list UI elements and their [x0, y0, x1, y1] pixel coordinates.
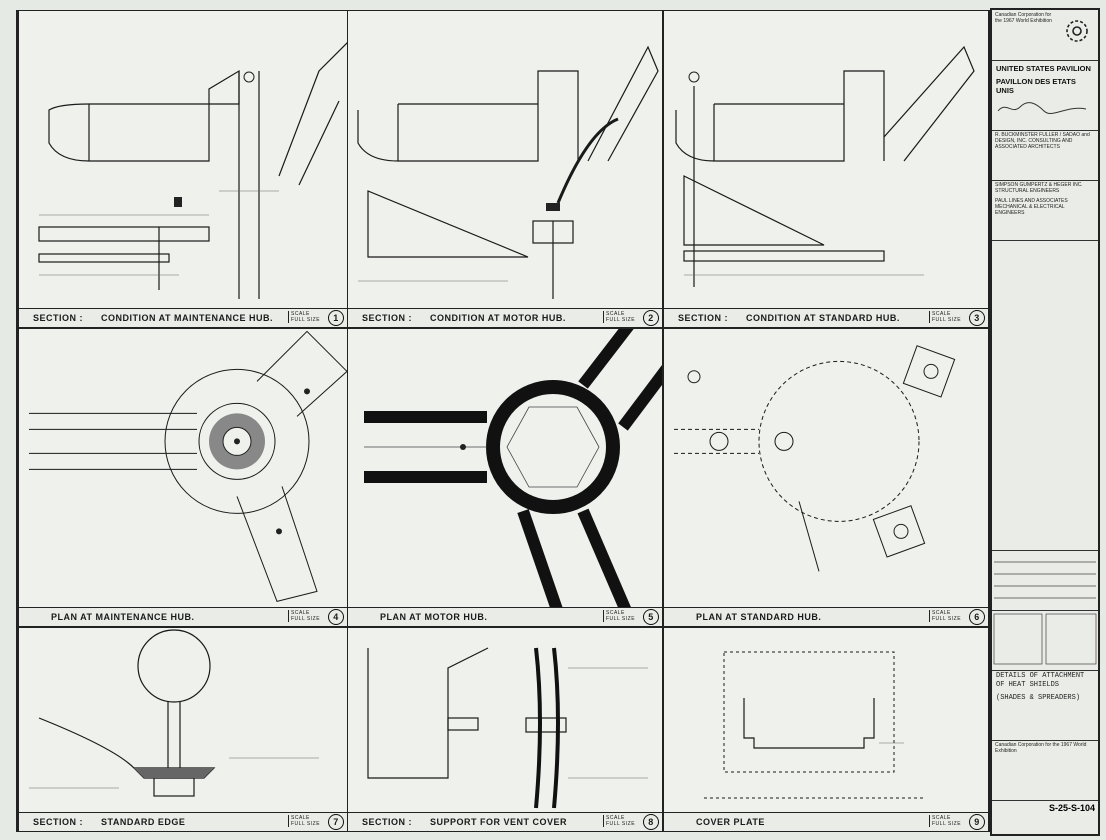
- detail-number: 4: [328, 609, 344, 625]
- caption-type: SECTION :: [678, 313, 729, 323]
- detail-panel-8: SECTION : SUPPORT FOR VENT COVER SCALE F…: [347, 627, 663, 832]
- caption-title: PLAN AT MOTOR HUB.: [380, 612, 488, 622]
- detail-drawing-2: [357, 45, 659, 299]
- approval-boxes: [993, 613, 1097, 665]
- detail-drawing-7: [29, 629, 319, 797]
- tb-drawing-title: DETAILS OF ATTACHMENT OF HEAT SHIELDS (S…: [992, 670, 1098, 741]
- caption-title: PLAN AT MAINTENANCE HUB.: [51, 612, 195, 622]
- detail-number: 5: [643, 609, 659, 625]
- tb-consultants-text: SIMPSON GUMPERTZ & HEGER INC. STRUCTURAL…: [995, 182, 1083, 194]
- detail-number: 6: [969, 609, 985, 625]
- caption-scale: SCALE FULL SIZE: [288, 610, 323, 622]
- tb-approvals: [992, 610, 1098, 671]
- detail-number: 1: [328, 310, 344, 326]
- detail-panel-4: PLAN AT MAINTENANCE HUB. SCALE FULL SIZE…: [18, 328, 348, 627]
- detail-number: 3: [969, 310, 985, 326]
- detail-drawing-9: [704, 651, 924, 799]
- tb-revisions: [992, 240, 1098, 551]
- caption-title: CONDITION AT MOTOR HUB.: [430, 313, 566, 323]
- detail-panel-2: SECTION : CONDITION AT MOTOR HUB. SCALE …: [347, 10, 663, 328]
- caption-scale: SCALE FULL SIZE: [929, 610, 964, 622]
- caption-scale: SCALE FULL SIZE: [603, 610, 638, 622]
- detail-caption-7: SECTION : STANDARD EDGE SCALE FULL SIZE …: [19, 812, 347, 831]
- caption-scale: SCALE FULL SIZE: [929, 815, 964, 827]
- caption-type: SECTION :: [33, 817, 84, 827]
- caption-type: SECTION :: [33, 313, 84, 323]
- detail-panel-9: COVER PLATE SCALE FULL SIZE 9: [663, 627, 989, 832]
- caption-scale: SCALE FULL SIZE: [288, 311, 323, 323]
- caption-type: SECTION :: [362, 817, 413, 827]
- caption-title: COVER PLATE: [696, 817, 765, 827]
- tb-organization: Canadian Corporation for the 1967 World …: [992, 10, 1098, 61]
- sheet-number: S-25-S-104: [1048, 803, 1095, 813]
- tb-footer-text: Canadian Corporation for the 1967 World …: [995, 742, 1087, 754]
- tb-consultants-text-2: PAUL LINES AND ASSOCIATES MECHANICAL & E…: [995, 198, 1068, 216]
- stamp-lines: [994, 561, 1096, 599]
- detail-caption-5: PLAN AT MOTOR HUB. SCALE FULL SIZE 5: [348, 607, 662, 626]
- tb-architect: R. BUCKMINSTER FULLER / SADAO and DESIGN…: [992, 130, 1098, 181]
- detail-drawing-5: [364, 329, 662, 610]
- tb-org-text: Canadian Corporation for the 1967 World …: [995, 12, 1052, 24]
- tb-architect-text: R. BUCKMINSTER FULLER / SADAO and DESIGN…: [995, 132, 1090, 150]
- detail-drawing-6: [674, 345, 956, 572]
- detail-number: 9: [969, 814, 985, 830]
- caption-title: CONDITION AT MAINTENANCE HUB.: [101, 313, 274, 323]
- caption-scale: SCALE FULL SIZE: [288, 815, 323, 827]
- caption-title: STANDARD EDGE: [101, 817, 186, 827]
- revision-lines: [992, 549, 1098, 551]
- tb-drawing-title-text: DETAILS OF ATTACHMENT OF HEAT SHIELDS: [996, 672, 1085, 689]
- caption-type: SECTION :: [362, 313, 413, 323]
- caption-scale: SCALE FULL SIZE: [929, 311, 964, 323]
- tb-sheet-no: S-25-S-104: [992, 800, 1098, 834]
- tb-stamp-area: [992, 550, 1098, 611]
- caption-scale: SCALE FULL SIZE: [603, 311, 638, 323]
- tb-project: UNITED STATES PAVILION PAVILLON DES ETAT…: [992, 60, 1098, 131]
- detail-panel-5: PLAN AT MOTOR HUB. SCALE FULL SIZE 5: [347, 328, 663, 627]
- detail-caption-6: PLAN AT STANDARD HUB. SCALE FULL SIZE 6: [664, 607, 988, 626]
- caption-title: CONDITION AT STANDARD HUB.: [746, 313, 900, 323]
- tb-consultants: SIMPSON GUMPERTZ & HEGER INC. STRUCTURAL…: [992, 180, 1098, 241]
- detail-caption-3: SECTION : CONDITION AT STANDARD HUB. SCA…: [664, 308, 988, 327]
- tb-project-title: UNITED STATES PAVILION: [996, 64, 1091, 73]
- signature-mark: [997, 102, 1087, 114]
- caption-scale: SCALE FULL SIZE: [603, 815, 638, 827]
- detail-panel-7: SECTION : STANDARD EDGE SCALE FULL SIZE …: [18, 627, 348, 832]
- detail-drawing-1: [38, 42, 347, 299]
- detail-panel-1: SECTION : CONDITION AT MAINTENANCE HUB. …: [18, 10, 348, 328]
- expo-logo-icon: [1066, 20, 1088, 42]
- detail-number: 8: [643, 814, 659, 830]
- detail-drawing-3: [675, 45, 975, 287]
- tb-drawing-title-text-2: (SHADES & SPREADERS): [996, 694, 1081, 702]
- detail-caption-4: PLAN AT MAINTENANCE HUB. SCALE FULL SIZE…: [19, 607, 347, 626]
- detail-drawing-8: [367, 647, 648, 809]
- detail-drawing-4: [29, 330, 347, 602]
- caption-title: PLAN AT STANDARD HUB.: [696, 612, 822, 622]
- detail-number: 2: [643, 310, 659, 326]
- detail-caption-9: COVER PLATE SCALE FULL SIZE 9: [664, 812, 988, 831]
- title-block: Canadian Corporation for the 1967 World …: [990, 8, 1100, 836]
- tb-project-title-fr: PAVILLON DES ETATS UNIS: [996, 77, 1076, 95]
- caption-title: SUPPORT FOR VENT COVER: [430, 817, 568, 827]
- detail-caption-1: SECTION : CONDITION AT MAINTENANCE HUB. …: [19, 308, 347, 327]
- detail-number: 7: [328, 814, 344, 830]
- detail-caption-8: SECTION : SUPPORT FOR VENT COVER SCALE F…: [348, 812, 662, 831]
- detail-caption-2: SECTION : CONDITION AT MOTOR HUB. SCALE …: [348, 308, 662, 327]
- tb-footer: Canadian Corporation for the 1967 World …: [992, 740, 1098, 801]
- detail-panel-3: SECTION : CONDITION AT STANDARD HUB. SCA…: [663, 10, 989, 328]
- detail-panel-6: PLAN AT STANDARD HUB. SCALE FULL SIZE 6: [663, 328, 989, 627]
